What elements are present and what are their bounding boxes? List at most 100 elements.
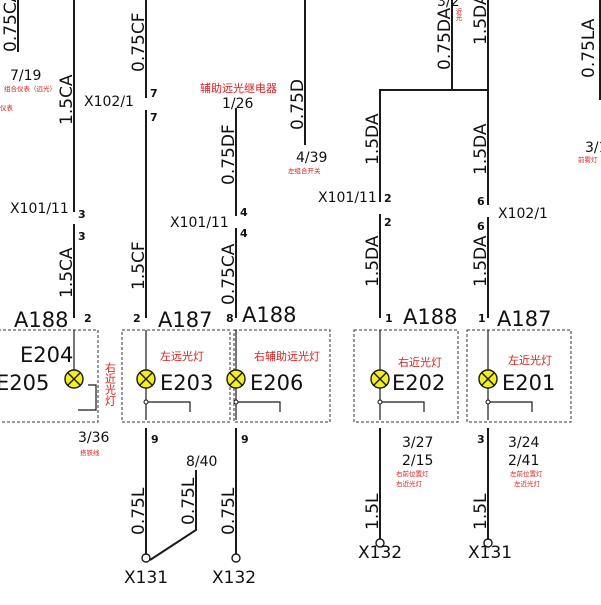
- ref-1-26: 1/26: [222, 96, 254, 112]
- ref-3-27: 3/27: [402, 435, 433, 451]
- pin-x101-mid-a: 4: [240, 206, 248, 219]
- note-left-front-pos: 左前位置灯: [510, 469, 543, 478]
- ref-2-15: 2/15: [402, 453, 433, 469]
- junction-e201: [485, 399, 491, 405]
- note-ground-wire: 搭铁线: [80, 448, 100, 457]
- pin-x102-right-a: 6: [477, 195, 485, 208]
- wire-label-w3-bot: 0.75L: [219, 487, 239, 535]
- ref-3-1: 3/1: [585, 140, 601, 156]
- wire-label-w3-mid: 0.75CA: [219, 243, 239, 305]
- wire-label-w3-top: 0.75DF: [219, 124, 239, 185]
- pin-e203-out: 9: [151, 433, 159, 446]
- pin-x102-left-a: 7: [150, 87, 158, 100]
- pin-x101-right-a: 2: [384, 192, 392, 205]
- note-left-low-2: 左近光灯: [514, 479, 541, 488]
- module-label-a188-right: A188: [403, 305, 457, 329]
- ref-3-24: 3/24: [508, 435, 540, 451]
- module-label-a187-left: A187: [158, 308, 212, 332]
- gap-x101-mid: [232, 216, 240, 228]
- wire-label-w7-top: 0.75LA: [579, 18, 599, 78]
- lamp-return-e201: [488, 401, 533, 412]
- note-right-edge: 前雾灯: [578, 155, 598, 164]
- connector-x102-right: X102/1: [498, 206, 548, 222]
- wire-label-w2-top: 0.75CF: [129, 13, 149, 73]
- pin-a187-left: 2: [133, 312, 141, 325]
- module-label-a188-left: A188: [14, 308, 68, 332]
- module-label-a188-mid: A188: [242, 303, 296, 327]
- pin-x101-left-b: 3: [78, 230, 86, 243]
- lamp-label-e201: E201: [502, 371, 555, 395]
- pin-x101-left-a: 3: [78, 208, 86, 221]
- pin-a188-mid: 8: [226, 312, 234, 325]
- wire-label-w1-top: 1.5CA: [57, 74, 77, 125]
- wire-label-w5-top: 0.75DA: [435, 7, 455, 70]
- ref-2-41: 2/41: [508, 453, 539, 469]
- lamp-return-e202: [380, 401, 425, 412]
- wire-label-w2-mid: 1.5CF: [129, 241, 149, 290]
- lamp-e203-icon: [136, 369, 156, 389]
- note-right-near-vertical: 右近光灯: [104, 361, 117, 406]
- connector-x101-right: X101/11: [318, 190, 377, 206]
- pin-x102-left-b: 7: [150, 111, 158, 124]
- ground-terminal-4: [483, 538, 493, 548]
- ground-label-x132-right: X132: [358, 543, 402, 563]
- note-left-low: 左近光灯: [508, 353, 552, 367]
- ref-3-2: 3/2: [437, 0, 460, 10]
- wire-label-w6-mid2: 1.5DA: [471, 235, 491, 287]
- pin-a187-right: 1: [478, 312, 486, 325]
- gap-x101-left: [70, 212, 78, 224]
- pin-a188-right: 1: [385, 312, 393, 325]
- note-combo-cluster2: 仪表: [0, 103, 14, 112]
- wire-label-w1-bot: 1.5CA: [57, 247, 77, 298]
- note-right-aux-high: 右辅助远光灯: [254, 349, 320, 363]
- pin-a188-left: 2: [84, 312, 92, 325]
- gap-x101-right: [376, 202, 384, 214]
- lamp-e206-icon: [226, 369, 246, 389]
- module-box-a188-left: [0, 329, 99, 423]
- module-label-a187-right: A187: [497, 307, 551, 331]
- wire-label-w5-mid: 1.5DA: [363, 113, 383, 165]
- wire-3-jumper: [149, 470, 197, 561]
- lamp-e202-icon: [370, 369, 390, 389]
- ref-4-39: 4/39: [296, 150, 327, 166]
- connector-x102-left: X102/1: [84, 94, 134, 110]
- ground-terminal-1: [141, 553, 151, 563]
- wire-label-w6-mid: 1.5DA: [471, 123, 491, 175]
- lamp-e205-icon: [64, 369, 84, 389]
- note-combo-switch: 左组合开关: [288, 166, 321, 175]
- ref-8-40: 8/40: [186, 454, 217, 470]
- lamp-label-e203: E203: [160, 371, 213, 395]
- junction-e202: [377, 399, 383, 405]
- pin-x101-mid-b: 4: [240, 227, 248, 240]
- wire-label-w5-bot: 1.5L: [363, 493, 383, 530]
- note-right-front-pos: 右前位置灯: [396, 469, 429, 478]
- lamp-label-e206: E206: [250, 371, 303, 395]
- pin-e201-out: 3: [477, 433, 485, 446]
- pin-x102-right-b: 6: [477, 220, 485, 233]
- note-aux-high-relay: 辅助远光继电器: [200, 81, 277, 95]
- lamp-label-e205: E205: [0, 371, 49, 395]
- wire-label-w2-bot: 0.75L: [129, 487, 149, 535]
- note-top-vertical: 近光: [454, 7, 462, 23]
- wire-label-w6-bot: 1.5L: [471, 493, 491, 530]
- note-right-low-2: 右近光灯: [396, 479, 423, 488]
- ground-label-x131-right: X131: [468, 543, 512, 563]
- junction-e206: [233, 399, 239, 405]
- lamp-return-e205: [78, 384, 97, 411]
- wire-label-w3-jump: 0.75L: [179, 477, 199, 525]
- note-right-low: 右近光灯: [398, 355, 442, 369]
- ref-7-19: 7/19: [10, 68, 41, 84]
- lamp-label-e202: E202: [392, 371, 445, 395]
- wire-label-w5-mid2: 1.5DA: [363, 235, 383, 287]
- note-left-high: 左远光灯: [160, 349, 204, 363]
- lamp-return-e203: [146, 401, 191, 412]
- wire-label-w4-top: 0.75D: [288, 79, 308, 130]
- wire-label-w0-top: 0.75CA: [1, 0, 21, 52]
- note-combo-cluster: 组合仪表（远光）: [4, 84, 56, 93]
- ref-3-36: 3/36: [78, 430, 110, 446]
- lamp-e201-icon: [478, 369, 498, 389]
- lamp-label-e204: E204: [20, 343, 73, 367]
- ground-label-x132-mid: X132: [212, 568, 256, 588]
- pin-e206-out: 9: [241, 433, 249, 446]
